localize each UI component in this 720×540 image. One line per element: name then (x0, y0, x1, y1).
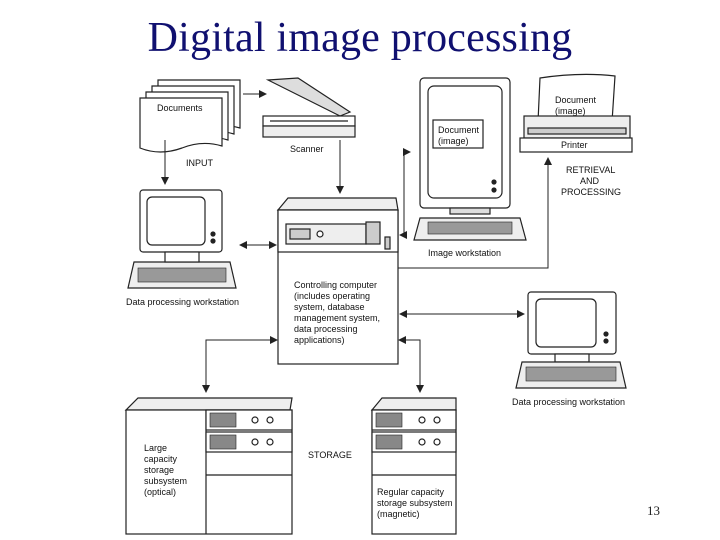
controller-label: Controlling computer (includes operating… (294, 280, 383, 345)
scanner-label: Scanner (290, 144, 324, 154)
arrow-controller-image-ws (400, 148, 411, 236)
storage-label: STORAGE (308, 450, 352, 460)
arrow-controller-large-storage (202, 339, 276, 393)
image-document-label: Document (image) (438, 125, 482, 146)
documents-label: Documents (157, 103, 203, 113)
data-workstation-left-icon (127, 189, 237, 289)
input-label: INPUT (186, 158, 214, 168)
page-number: 13 (647, 503, 660, 518)
printer-label: Printer (561, 140, 588, 150)
controlling-computer-icon (276, 197, 399, 365)
documents-icon (139, 79, 241, 153)
regular-storage-label: Regular capacity storage subsystem (magn… (377, 487, 455, 519)
large-storage-label: Large capacity storage subsystem (optica… (144, 443, 190, 497)
data-ws-right-label: Data processing workstation (512, 397, 625, 407)
arrow-controller-printer (398, 157, 552, 269)
regular-storage-icon (370, 397, 457, 535)
printer-icon (519, 73, 633, 153)
image-workstation-icon (413, 77, 527, 241)
image-workstation-label: Image workstation (428, 248, 501, 258)
data-ws-left-label: Data processing workstation (126, 297, 239, 307)
arrow-controller-regular-storage (400, 339, 424, 393)
slide-title: Digital image processing (147, 15, 573, 61)
scanner-icon (262, 77, 356, 138)
data-workstation-right-icon (515, 291, 627, 389)
retrieval-label: RETRIEVAL AND PROCESSING (561, 165, 621, 197)
printer-document-label: Document (image) (555, 95, 599, 116)
large-storage-icon (124, 397, 293, 535)
